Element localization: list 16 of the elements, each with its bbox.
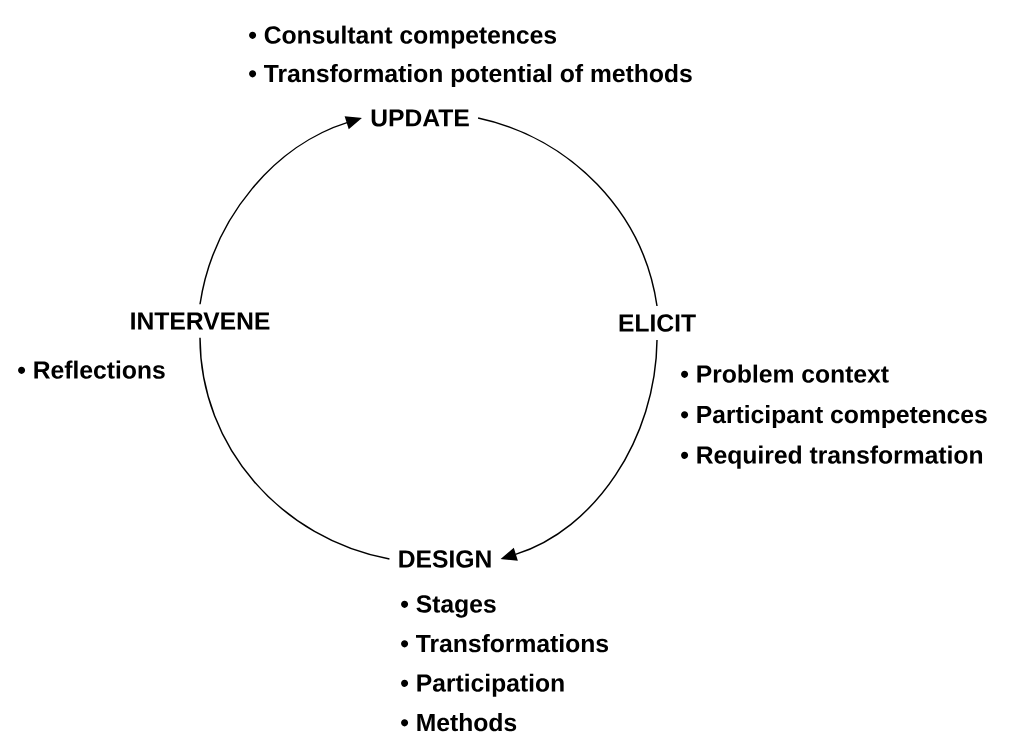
bullet-item: • Consultant competences xyxy=(249,25,557,49)
stage-label: DESIGN xyxy=(399,550,491,568)
bullet-item: • Transformation potential of methods xyxy=(249,64,692,88)
bullet-item: • Reflections xyxy=(18,360,165,379)
bullet-item: • Problem context xyxy=(681,364,889,383)
stage-label: INTERVENE xyxy=(131,312,270,330)
bullet-item: • Transformations xyxy=(401,634,609,653)
stage-label: UPDATE xyxy=(371,109,469,127)
bullet-item: • Participant competences xyxy=(681,405,987,429)
bullet-item: • Required transformation xyxy=(681,445,983,469)
bullet-item: • Stages xyxy=(401,595,496,618)
stage-label: ELICIT xyxy=(619,314,696,332)
bullet-item: • Methods xyxy=(401,713,517,732)
bullet-item: • Participation xyxy=(401,673,564,697)
arc-line xyxy=(199,337,391,560)
arc-line xyxy=(477,117,658,307)
